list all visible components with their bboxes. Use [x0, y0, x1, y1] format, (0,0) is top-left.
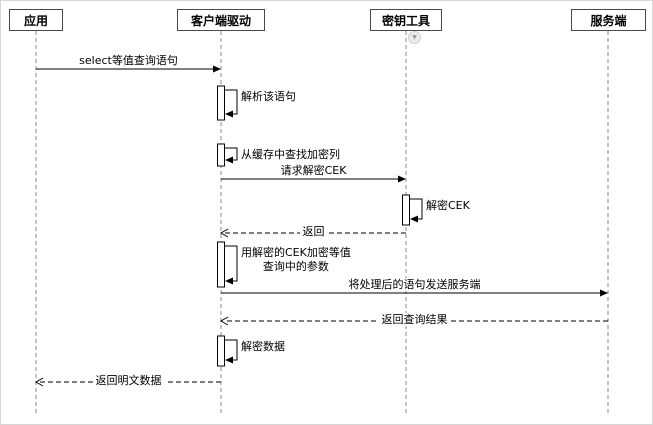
message-9-label: 解密数据: [241, 340, 285, 353]
participant-label-key-tool: 密钥工具: [381, 13, 430, 28]
message-10-label: 返回明文数据: [92, 374, 165, 387]
participant-label-server: 服务端: [590, 13, 627, 28]
activation-bar-client-driver-9: [217, 335, 225, 367]
activation-bar-client-driver-6: [217, 241, 225, 288]
message-1-arrowhead: [225, 110, 233, 118]
scroll-down-icon: ▼: [408, 31, 421, 44]
message-8-label: 返回查询结果: [378, 313, 451, 326]
activation-bar-key-tool-4: [402, 194, 410, 226]
activation-bar-client-driver-1: [217, 85, 225, 121]
message-2-self-loop: [224, 147, 238, 161]
message-7-arrowhead: [600, 289, 608, 297]
participant-label-client-driver: 客户端驱动: [190, 13, 251, 28]
message-2-arrowhead: [225, 156, 233, 164]
message-3-arrowhead: [398, 175, 406, 183]
message-1-label: 解析该语句: [241, 90, 296, 103]
message-4-label: 解密CEK: [426, 199, 470, 212]
message-8-arrowhead: [219, 316, 229, 326]
participant-client-driver: 客户端驱动: [177, 9, 265, 31]
message-4-arrowhead: [410, 215, 418, 223]
message-0-arrowhead: [213, 65, 221, 73]
message-10-arrowhead: [34, 377, 44, 387]
message-9-self-loop: [224, 339, 238, 361]
participant-label-app: 应用: [23, 13, 48, 28]
message-7-label: 将处理后的语句发送服务端: [345, 278, 484, 291]
message-5-label: 返回: [299, 225, 328, 238]
message-1-self-loop: [224, 89, 238, 115]
message-6-arrowhead: [225, 277, 233, 285]
message-5-arrowhead: [219, 228, 229, 238]
message-4-self-loop: [409, 198, 423, 220]
participant-server: 服务端: [571, 9, 646, 31]
message-2-label: 从缓存中查找加密列: [241, 148, 340, 161]
activation-bar-client-driver-2: [217, 143, 225, 167]
message-0-label: select等值查询语句: [76, 54, 181, 67]
message-6-self-loop: [224, 245, 238, 282]
message-6-label: 用解密的CEK加密等值 查询中的参数: [241, 246, 351, 273]
message-9-arrowhead: [225, 356, 233, 364]
participant-key-tool: 密钥工具: [370, 9, 442, 31]
message-3-label: 请求解密CEK: [277, 164, 350, 177]
participant-app: 应用: [9, 9, 63, 31]
